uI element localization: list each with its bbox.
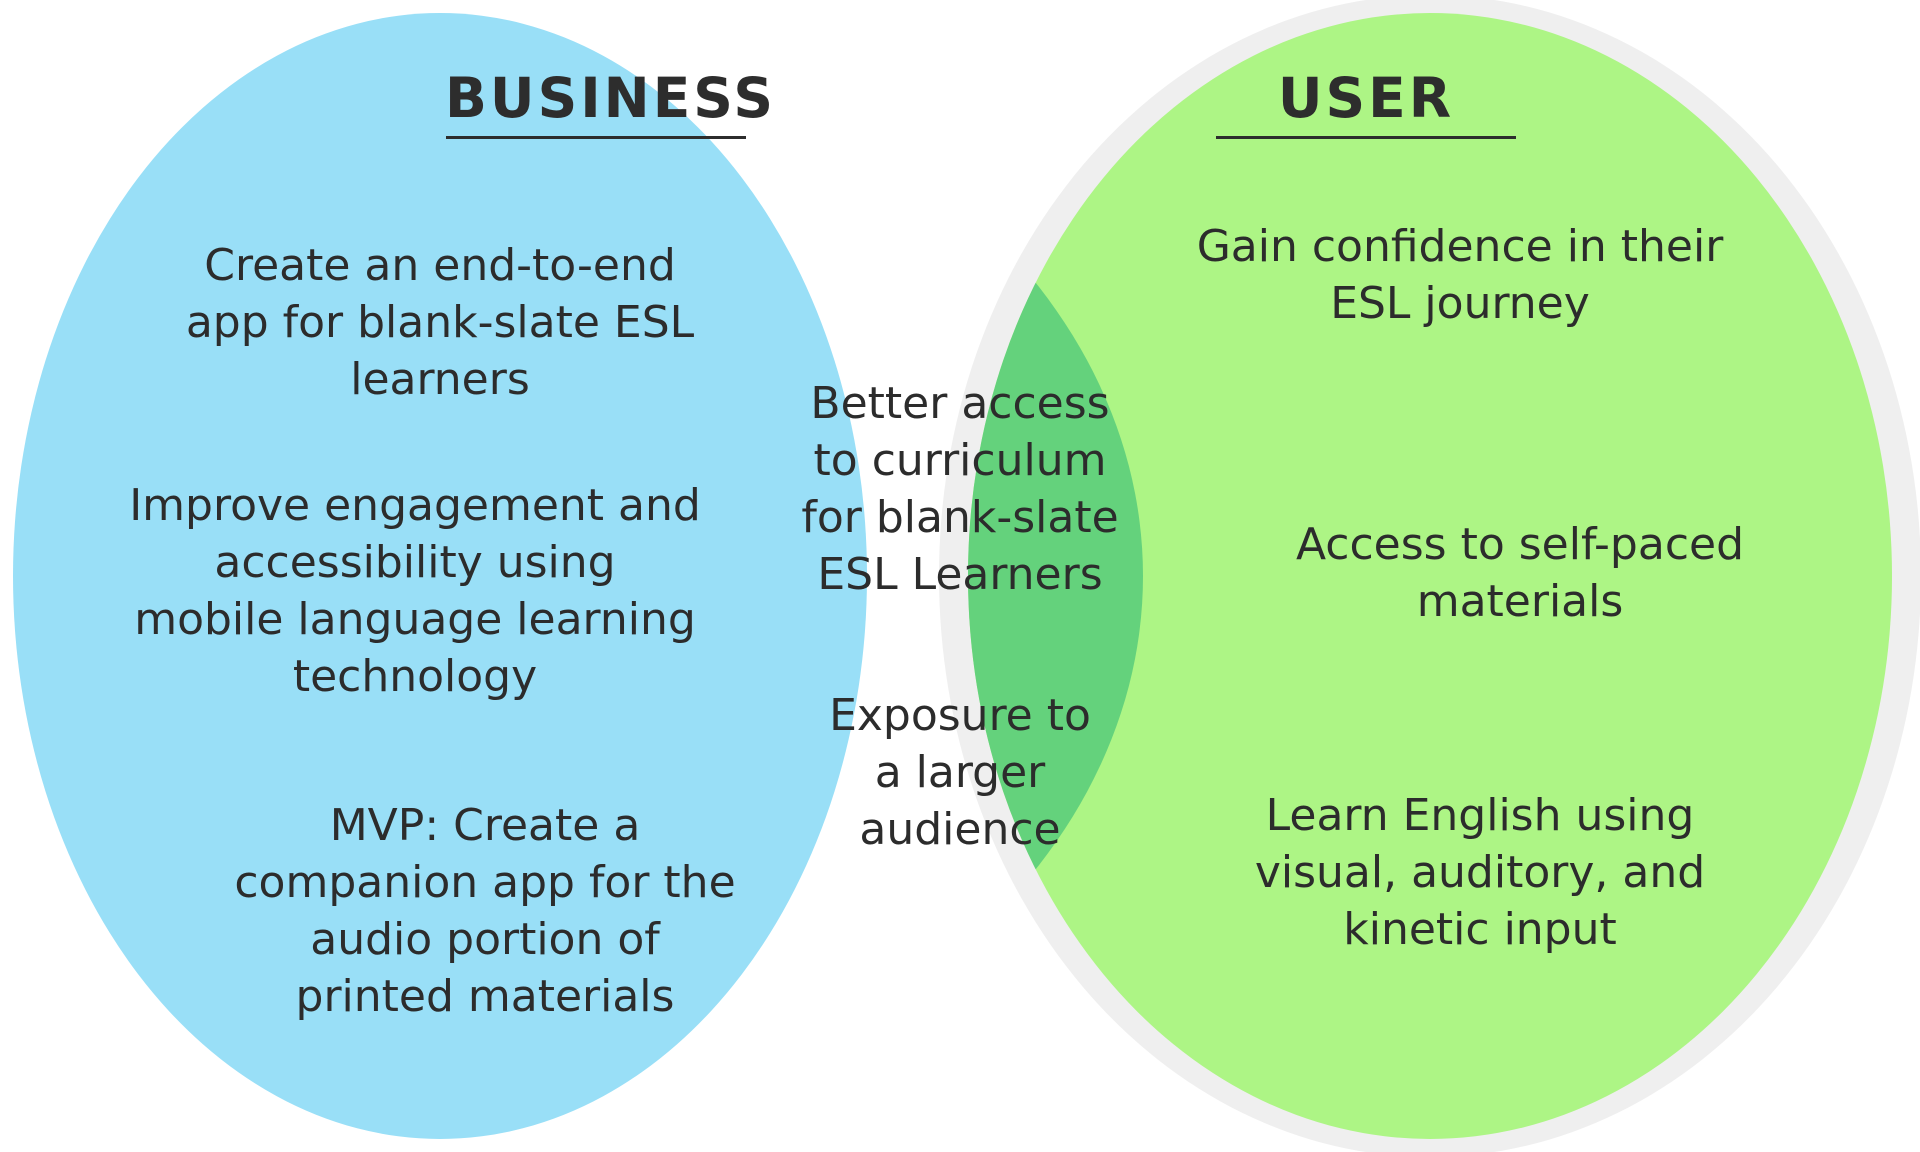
business-item: Improve engagement and accessibility usi…	[129, 480, 701, 702]
user-item: Gain confidence in their ESL journey	[1196, 221, 1724, 329]
user-item: Learn English using visual, auditory, an…	[1254, 790, 1706, 955]
user-item: Access to self-paced materials	[1295, 519, 1745, 627]
user-circle	[968, 13, 1892, 1139]
business-heading: BUSINESS	[445, 66, 777, 130]
business-item: Create an end-to-end app for blank-slate…	[185, 240, 695, 405]
user-heading-underline	[1216, 136, 1516, 139]
business-circle	[13, 13, 867, 1139]
overlap-item: Exposure to a larger audience	[829, 690, 1091, 855]
business-item: MVP: Create a companion app for the audi…	[234, 800, 736, 1022]
overlap-item: Better access to curriculum for blank-sl…	[801, 378, 1119, 600]
business-heading-underline	[446, 136, 746, 139]
user-heading: USER	[1277, 66, 1455, 130]
